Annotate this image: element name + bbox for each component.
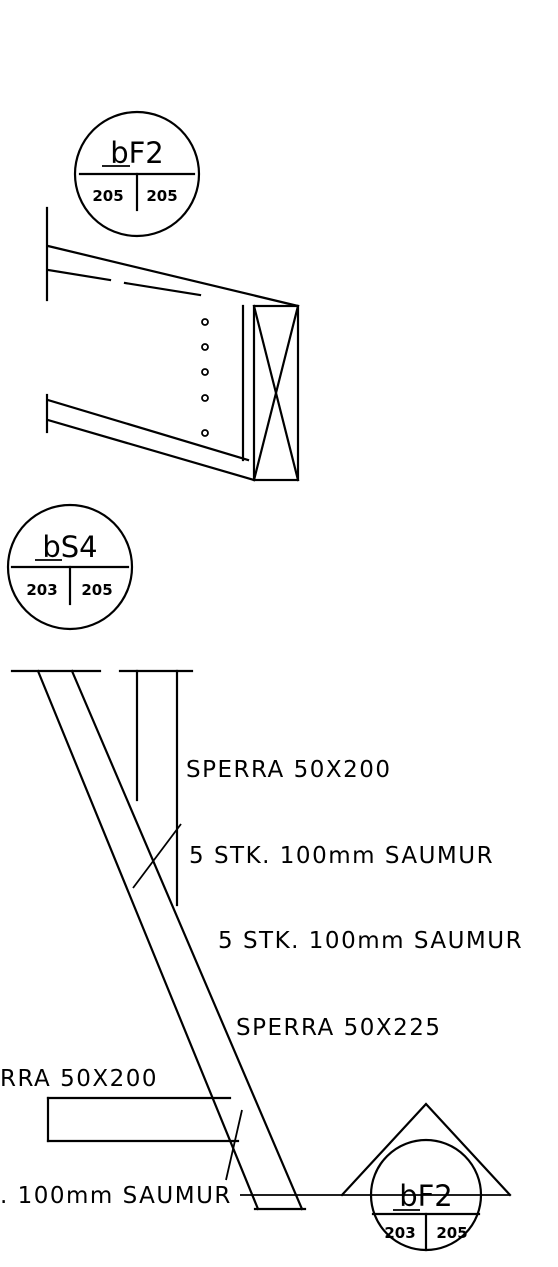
- marker-ref-left-middle: 203: [26, 581, 57, 599]
- bolt-hole: [201, 343, 209, 351]
- bolt-hole: [201, 429, 209, 437]
- bolt-hole: [201, 394, 209, 402]
- marker-ref-left-top: 205: [92, 187, 123, 205]
- section-marker-middle: bS4 203 205: [6, 503, 134, 631]
- label-sperra-upper: SPERRA 50X200: [186, 757, 392, 783]
- marker-ref-left-bottom: 203: [384, 1224, 415, 1242]
- rafter-framing: [10, 669, 510, 1211]
- marker-ref-right-top: 205: [146, 187, 177, 205]
- section-marker-top: bF2 205 205: [73, 110, 201, 238]
- label-sperra-lower: RRA 50X200: [0, 1066, 158, 1092]
- label-saumur-upper: 5 STK. 100mm SAUMUR: [189, 843, 494, 869]
- bolt-hole: [201, 368, 209, 376]
- label-saumur-lower: . 100mm SAUMUR: [0, 1183, 232, 1209]
- marker-code-middle: bS4: [42, 530, 97, 564]
- marker-ref-right-middle: 205: [81, 581, 112, 599]
- beam-detail: [45, 206, 300, 482]
- marker-code-top: bF2: [110, 136, 164, 170]
- bolt-hole: [201, 318, 209, 326]
- section-marker-bottom: bF2 203 205: [340, 1102, 512, 1252]
- marker-ref-right-bottom: 205: [436, 1224, 467, 1242]
- label-sperra-diagonal: SPERRA 50X225: [236, 1015, 442, 1041]
- label-saumur-middle: 5 STK. 100mm SAUMUR: [218, 928, 523, 954]
- marker-code-bottom: bF2: [399, 1179, 453, 1213]
